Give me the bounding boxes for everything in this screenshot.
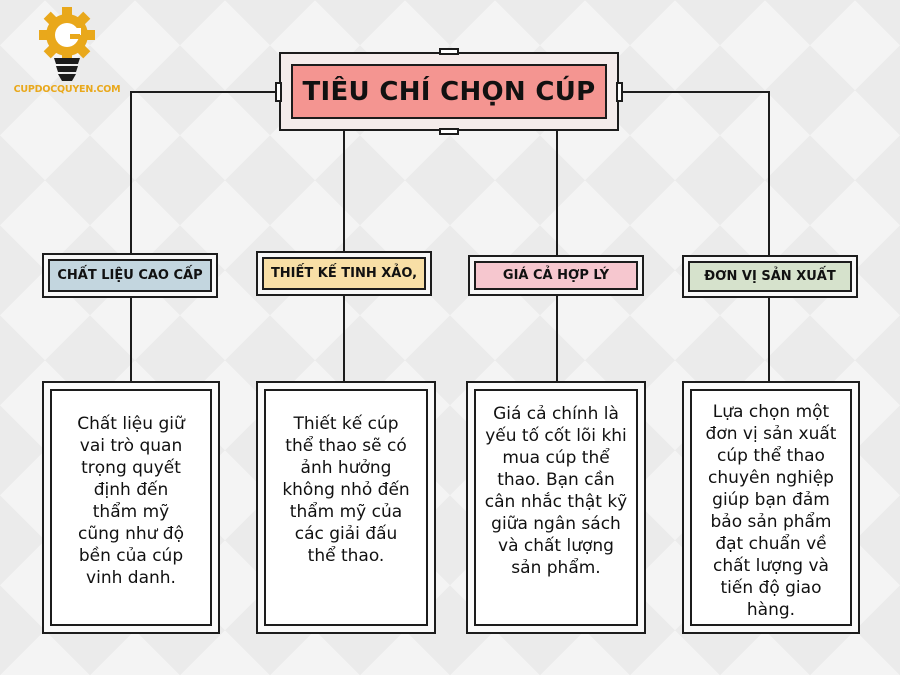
title-handle-right xyxy=(616,82,623,102)
logo-gear-bulb-icon xyxy=(39,7,95,81)
criterion-box-design: THIẾT KẾ TINH XẢO, xyxy=(256,251,432,296)
description-box-material: Chất liệu giữ vai trò quan trọng quyết đ… xyxy=(42,381,220,634)
title-handle-top xyxy=(439,48,459,55)
criterion-label: ĐƠN VỊ SẢN XUẤT xyxy=(704,269,836,284)
criterion-box-material: CHẤT LIỆU CAO CẤP xyxy=(42,253,218,298)
criterion-box-manufacturer: ĐƠN VỊ SẢN XUẤT xyxy=(682,255,858,298)
brand-logo[interactable]: CUPDOCQUYEN.COM xyxy=(12,4,122,100)
criterion-fill: ĐƠN VỊ SẢN XUẤT xyxy=(688,261,852,292)
criterion-fill: THIẾT KẾ TINH XẢO, xyxy=(262,257,426,290)
description-text: Giá cả chính là yếu tố cốt lõi khi mua c… xyxy=(474,389,638,626)
criterion-fill: CHẤT LIỆU CAO CẤP xyxy=(48,259,212,292)
description-text: Lựa chọn một đơn vị sản xuất cúp thể tha… xyxy=(690,389,852,626)
title-handle-left xyxy=(275,82,282,102)
title-box: TIÊU CHÍ CHỌN CÚP xyxy=(275,48,623,135)
logo-text: CUPDOCQUYEN.COM xyxy=(13,84,121,95)
diagram-title: TIÊU CHÍ CHỌN CÚP xyxy=(302,76,596,107)
title-fill: TIÊU CHÍ CHỌN CÚP xyxy=(291,64,607,119)
criterion-label: CHẤT LIỆU CAO CẤP xyxy=(57,268,203,283)
criterion-label: GIÁ CẢ HỢP LÝ xyxy=(502,268,610,283)
criterion-box-price: GIÁ CẢ HỢP LÝ xyxy=(468,255,644,296)
criterion-fill: GIÁ CẢ HỢP LÝ xyxy=(474,261,638,290)
description-box-design: Thiết kế cúp thể thao sẽ có ảnh hưởng kh… xyxy=(256,381,436,634)
description-text: Chất liệu giữ vai trò quan trọng quyết đ… xyxy=(50,389,212,626)
criterion-label: THIẾT KẾ TINH XẢO, xyxy=(270,266,418,281)
description-box-price: Giá cả chính là yếu tố cốt lõi khi mua c… xyxy=(466,381,646,634)
description-text: Thiết kế cúp thể thao sẽ có ảnh hưởng kh… xyxy=(264,389,428,626)
description-box-manufacturer: Lựa chọn một đơn vị sản xuất cúp thể tha… xyxy=(682,381,860,634)
title-handle-bottom xyxy=(439,128,459,135)
